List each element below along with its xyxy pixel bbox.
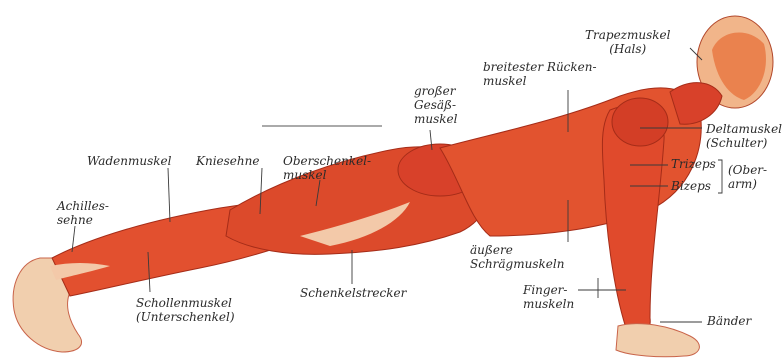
label-gesaessmuskel: großer Gesäß- muskel xyxy=(414,84,457,126)
neck xyxy=(670,83,722,125)
shoulder xyxy=(612,98,668,146)
label-oberschenkelmuskel: Oberschenkel- muskel xyxy=(283,154,371,182)
label-bizeps: Bizeps xyxy=(671,179,711,193)
label-deltamuskel: Deltamuskel (Schulter) xyxy=(706,122,782,150)
label-baender: Bänder xyxy=(707,314,751,328)
label-trapezmuskel: Trapezmuskel (Hals) xyxy=(585,28,670,56)
label-kniesehne: Kniesehne xyxy=(196,154,259,168)
label-oberarm: (Ober- arm) xyxy=(728,163,767,191)
label-schollenmuskel: Schollenmuskel (Unterschenkel) xyxy=(136,296,235,324)
label-wadenmuskel: Wadenmuskel xyxy=(87,154,171,168)
label-schraegmuskeln: äußere Schrägmuskeln xyxy=(470,243,564,271)
label-achillessehne: Achilles- sehne xyxy=(57,199,109,227)
label-schenkelstrecker: Schenkelstrecker xyxy=(300,286,406,300)
hand xyxy=(616,324,699,357)
label-trizeps: Trizeps xyxy=(671,157,716,171)
label-breitester-rueckenmuskel: breitester Rücken- muskel xyxy=(483,60,597,88)
label-fingermuskeln: Finger- muskeln xyxy=(523,283,574,311)
